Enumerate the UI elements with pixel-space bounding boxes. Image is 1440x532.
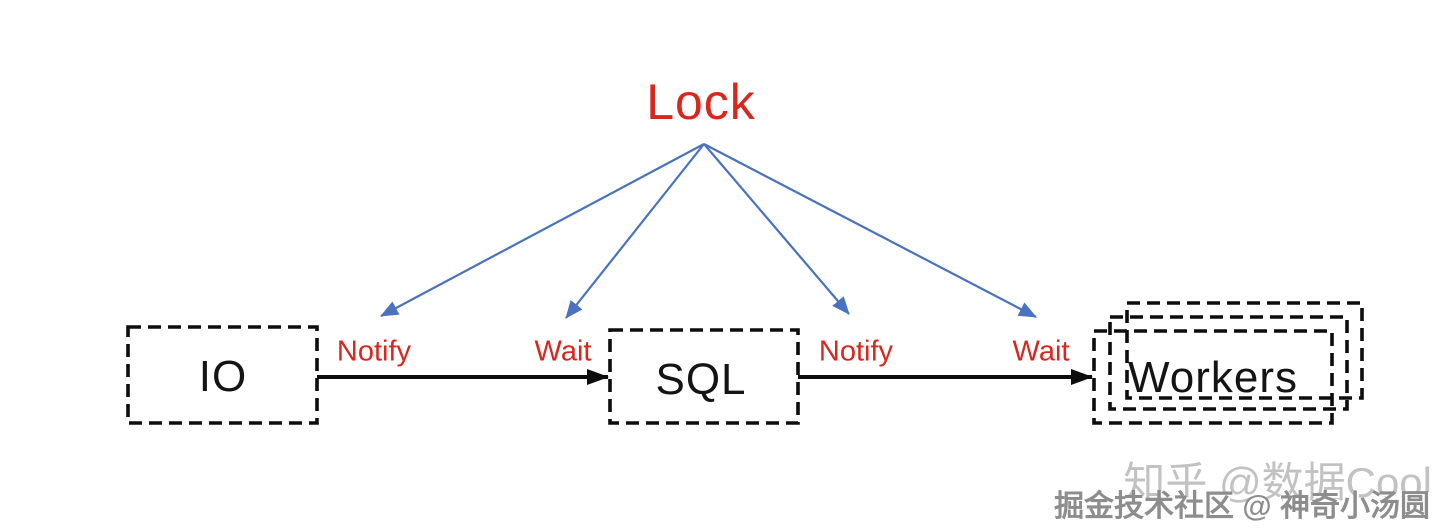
wait-label-right: Wait [1012,335,1070,368]
sql-node-label: SQL [655,355,747,404]
notify-label-left: Notify [336,335,412,368]
lock-arrow-to-wait-right [703,143,1037,318]
wait-label-left: Wait [534,335,592,368]
workers-box-middle [1108,315,1349,411]
lock-arrow-to-notify-left [380,143,705,317]
io-box [126,325,319,425]
workers-box-back [1125,301,1364,400]
workers-node-label: Workers [1128,353,1298,402]
watermark-zhihu: 知乎 @数据Cool [1123,459,1432,506]
notify-label-right: Notify [818,335,894,368]
lock-arrow-to-notify-right [703,143,850,315]
workers-box-front [1092,329,1334,425]
watermark-juejin: 掘金技术社区 @ 神奇小汤圆 [1054,490,1430,523]
io-node-label: IO [198,352,248,401]
lock-arrow-to-wait-left [565,143,705,319]
lock-title: Lock [646,74,756,130]
